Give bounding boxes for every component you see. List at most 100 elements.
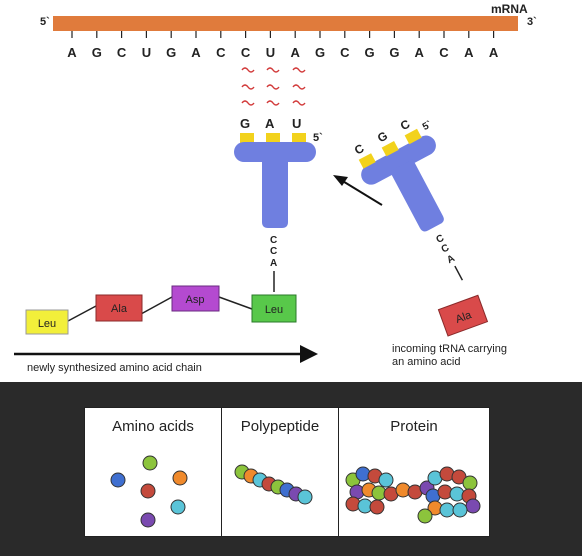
anticodon-left-block-3 [292,133,306,143]
bead [140,483,156,499]
bead [369,499,385,515]
codon-letter: C [340,45,350,60]
hydrogen-bond-mark [241,67,255,73]
column-amino-acids: Amino acids [85,408,222,536]
cca-right-3: A [445,253,457,266]
amino-leu-1 [25,309,69,335]
column-polypeptide: Polypeptide [222,408,339,536]
codon-letter: A [191,45,201,60]
anticodon-right-block-1 [358,153,376,169]
incoming-amino-box [437,294,489,337]
codon-letter: A [291,45,301,60]
cca-left-3: A [270,258,277,269]
hydrogen-bond-mark [266,67,280,73]
amino-asp-label: Asp [186,294,205,306]
mrna-strand [53,16,518,31]
codon-letter: G [92,45,102,60]
cca-right-1: C [434,233,446,246]
codon-ticks [71,31,495,38]
codon-letter: G [365,45,375,60]
protein-beads [345,466,481,524]
hydrogen-bond-mark [292,84,306,90]
cca-right-2: C [440,242,452,255]
trna-right-stem [389,159,444,232]
cca-left-1: C [270,235,277,246]
codon-letter: C [117,45,127,60]
cca-right-link [454,265,464,281]
bead [297,489,313,505]
amino-ala [95,294,143,322]
anticodon-right-2: G [375,129,390,146]
hydrogen-bond-mark [266,100,280,106]
chain-caption: newly synthesized amino acid chain [27,362,202,374]
anticodon-right-1: C [352,141,367,158]
codon-letter: U [142,45,151,60]
trna-right: C G C 5` C C A [352,117,464,281]
incoming-caption-line1: incoming tRNA carrying [392,343,507,355]
bead [378,472,394,488]
incoming-caption-line2: an amino acid [392,356,461,368]
bead [439,502,455,518]
amino-leu-2-label: Leu [265,304,283,316]
bead [142,455,158,471]
anticodon-left-1: G [240,116,250,131]
bead [465,498,481,514]
hydrogen-bond-mark [292,67,306,73]
codon-letter: G [315,45,325,60]
bead [172,470,188,486]
trna-right-top [361,135,436,185]
trna-left-top [234,142,316,162]
hydrogen-bond-mark [292,100,306,106]
bead [110,472,126,488]
anticodon-right-3: C [398,117,413,134]
anticodon-right-block-2 [381,140,399,157]
mrna-3-label: 3` [527,16,537,28]
trna-left-stem [262,158,288,228]
structure-table: Amino acids Polypeptide Protein [84,407,490,537]
hydrogen-bond-mark [241,100,255,106]
chain-link-2 [140,296,173,315]
codon-letter: A [67,45,77,60]
hydrogen-bond-mark [266,84,280,90]
amino-asp [171,285,220,312]
header-polypeptide: Polypeptide [240,418,320,435]
amino-leu-2 [251,294,297,323]
header-protein: Protein [390,418,438,435]
bead [462,475,478,491]
chain-link-3 [218,296,253,310]
header-amino-acids: Amino acids [112,418,194,435]
anticodon-left-3: U [292,116,301,131]
codon-letter: A [464,45,474,60]
codon-letter: G [166,45,176,60]
hydrogen-bond-mark [241,84,255,90]
codon-letter: C [216,45,226,60]
amino-acids-beads [110,455,188,528]
anticodon-left-block-1 [240,133,254,143]
bead [452,502,468,518]
chain-arrow-head [300,345,318,363]
anticodon-left-5-label: 5` [313,132,323,144]
bead [417,508,433,524]
anticodon-left-block-2 [266,133,280,143]
codon-letter: G [389,45,399,60]
incoming-arrow-line [340,179,383,206]
polypeptide-beads [234,464,313,505]
trna-left: G A U 5` C C A [234,116,323,292]
anticodon-right-block-3 [404,128,422,145]
cca-left-2: C [270,246,277,257]
chain-link-1 [67,305,97,322]
mrna-5-label: 5` [40,16,50,28]
codon-letter: C [241,45,251,60]
codon-letter: U [266,45,275,60]
codon-letter: A [489,45,499,60]
incoming-amino-acid: Ala [437,294,489,337]
column-protein: Protein [339,408,489,536]
bead [170,499,186,515]
amino-ala-label: Ala [111,303,128,315]
hydrogen-bonds [241,67,306,106]
codon-letter: C [439,45,449,60]
bead [140,512,156,528]
